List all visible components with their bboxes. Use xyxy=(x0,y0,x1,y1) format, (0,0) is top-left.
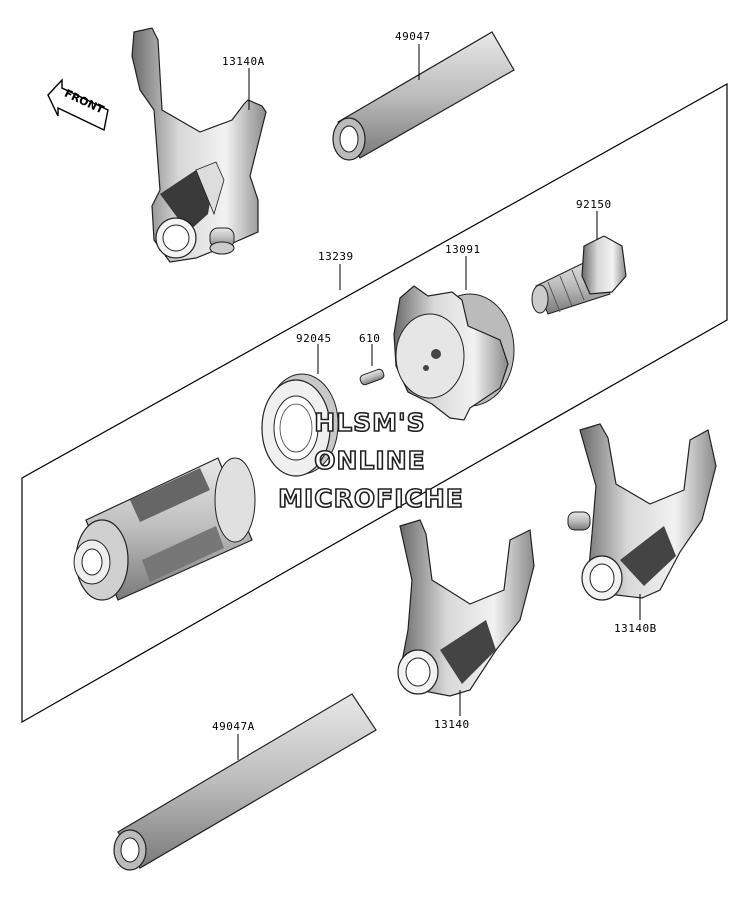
pin-610 xyxy=(359,368,385,386)
front-arrow-icon: FRONT xyxy=(47,78,109,132)
label-92045: 92045 xyxy=(296,332,332,345)
label-49047: 49047 xyxy=(395,30,431,43)
bolt-92150 xyxy=(531,235,627,315)
segment-13091 xyxy=(393,285,515,421)
watermark-line-2: ONLINE xyxy=(313,445,426,476)
label-13140: 13140 xyxy=(434,718,470,731)
watermark-line-3: MICROFICHE xyxy=(277,483,464,514)
shaft-49047a xyxy=(113,693,377,871)
label-49047a: 49047A xyxy=(212,720,255,733)
label-610: 610 xyxy=(359,332,381,345)
shaft-49047 xyxy=(332,31,515,161)
label-13091: 13091 xyxy=(445,243,481,256)
bearing-92045 xyxy=(261,373,339,477)
shift-fork-13140a xyxy=(131,27,267,263)
watermark-line-1: HLSM'S xyxy=(313,407,426,438)
shift-fork-13140 xyxy=(397,519,535,697)
shift-drum-13239 xyxy=(73,457,256,601)
label-13140a: 13140A xyxy=(222,55,265,68)
leader-lines xyxy=(237,44,641,760)
assembly-frame xyxy=(21,82,728,724)
label-92150: 92150 xyxy=(576,198,612,211)
label-13239: 13239 xyxy=(318,250,354,263)
label-13140b: 13140B xyxy=(614,622,657,635)
shift-fork-13140b xyxy=(567,423,717,601)
